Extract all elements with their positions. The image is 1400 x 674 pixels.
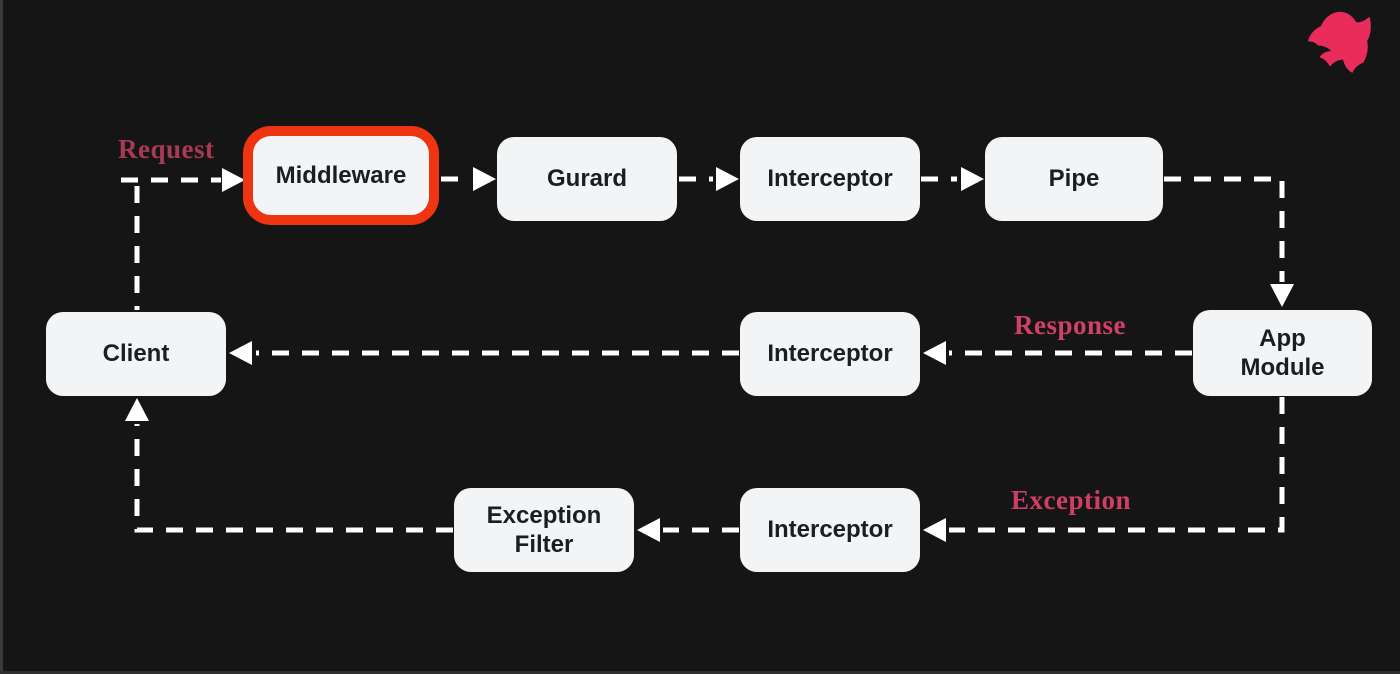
node-interceptor-bottom-label: Interceptor (767, 516, 893, 544)
middleware-to-guard-arrow (441, 167, 496, 191)
interceptor-to-pipe-arrow (921, 167, 984, 191)
bottom-edge-line (0, 671, 1400, 674)
pipe-to-appmodule-path (1164, 176, 1294, 307)
response-path (229, 341, 1192, 365)
node-interceptor-bottom: Interceptor (740, 488, 920, 572)
node-exception-filter: Exception Filter (454, 488, 634, 572)
guard-to-interceptor-arrow (679, 167, 739, 191)
node-interceptor-middle: Interceptor (740, 312, 920, 396)
left-edge-line (0, 0, 3, 674)
node-guard-label: Gurard (546, 165, 627, 193)
node-interceptor-middle-label: Interceptor (767, 340, 893, 368)
node-pipe-label: Pipe (1048, 165, 1100, 193)
node-middleware-label: Middleware (275, 161, 407, 189)
node-interceptor-top: Interceptor (740, 137, 920, 221)
node-client: Client (46, 312, 226, 396)
request-label: Request (118, 134, 215, 164)
node-app-module: App Module (1193, 310, 1372, 396)
node-app-module-label: App Module (1240, 324, 1325, 381)
node-guard: Gurard (497, 137, 677, 221)
node-pipe: Pipe (985, 137, 1163, 221)
nestjs-logo-icon (1307, 11, 1371, 73)
node-interceptor-top-label: Interceptor (767, 165, 893, 193)
node-exception-filter-label: Exception Filter (486, 501, 602, 558)
node-client-label: Client (102, 340, 170, 368)
request-path (121, 168, 245, 310)
response-label: Response (1014, 310, 1127, 340)
exception-path (125, 397, 1285, 542)
exception-label: Exception (1011, 485, 1132, 515)
node-middleware: Middleware (243, 126, 439, 225)
